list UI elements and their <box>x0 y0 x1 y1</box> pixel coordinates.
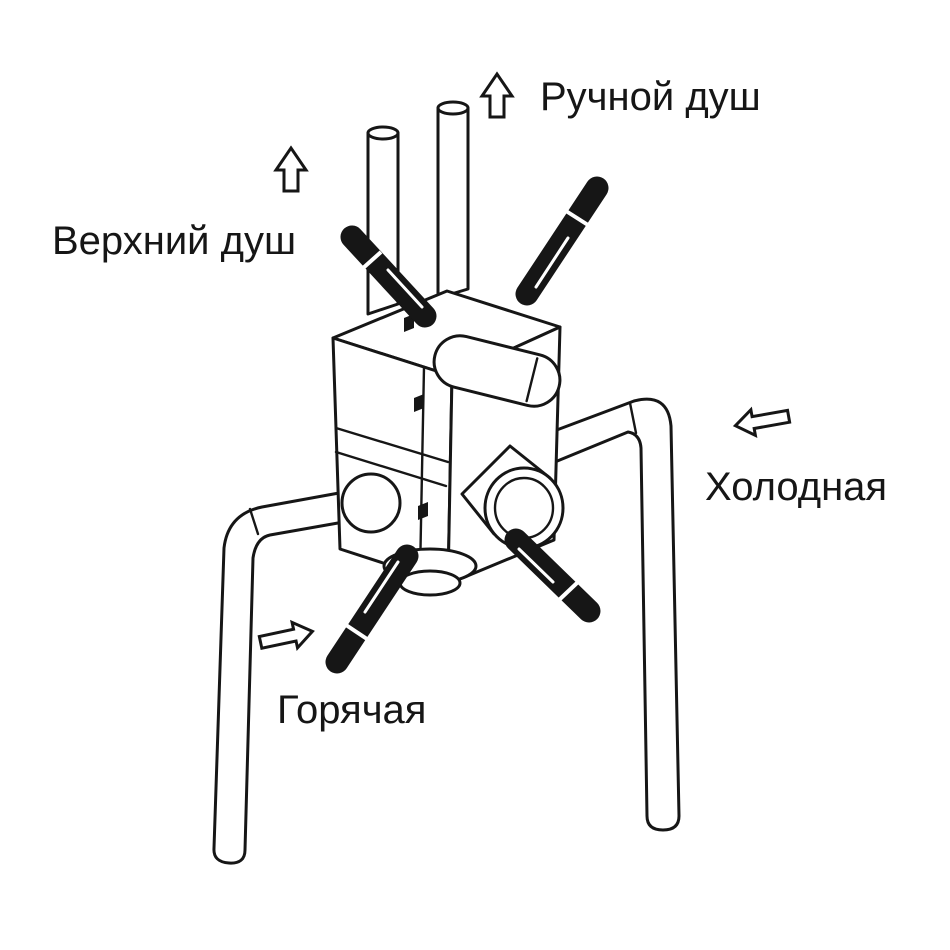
overhead-shower-label: Верхний душ <box>52 219 296 263</box>
hot-water-pipe <box>212 485 374 865</box>
hand-shower-pipe <box>436 100 470 300</box>
hot-water-label: Горячая <box>277 688 426 732</box>
valve-cartridge <box>432 334 562 408</box>
valve-left-port <box>340 472 402 534</box>
valve-bottom-neck <box>398 569 462 597</box>
cold-water-arrow-icon <box>732 406 792 438</box>
handle-top-left <box>340 225 437 328</box>
hand-shower-arrow-icon <box>479 71 515 119</box>
valve-body-front-face <box>331 336 454 586</box>
handle-bottom-left <box>325 544 419 674</box>
hand-shower-label: Ручной душ <box>540 75 761 119</box>
handle-bottom-right <box>504 528 601 623</box>
valve-body <box>331 289 565 597</box>
overhead-shower-arrow-icon <box>273 145 309 193</box>
cold-water-pipe <box>544 397 681 832</box>
handle-top-right <box>515 176 609 306</box>
hot-water-arrow-icon <box>257 619 315 652</box>
cold-water-label: Холодная <box>705 465 887 509</box>
